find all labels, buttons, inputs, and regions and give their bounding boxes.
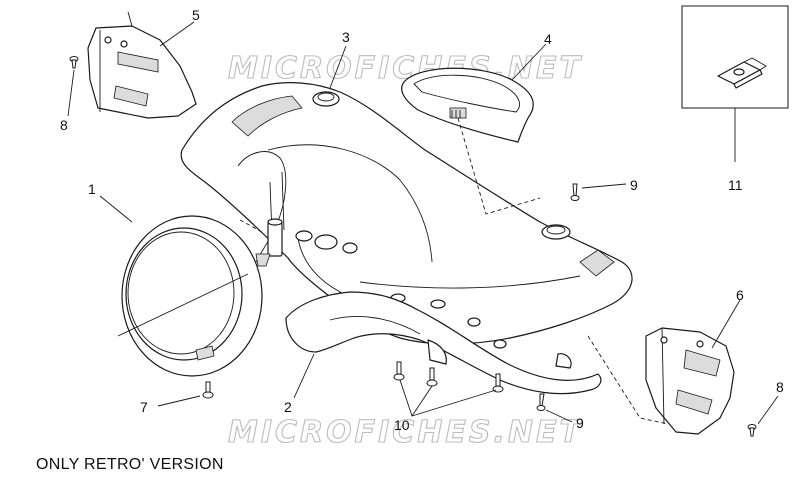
callout-4: 4 (544, 31, 552, 47)
part-3-handlebar-cover (180, 82, 633, 349)
callout-8-left: 8 (60, 117, 68, 133)
leader-3 (329, 45, 347, 89)
part-11-inset (681, 5, 789, 109)
callout-1: 1 (88, 181, 96, 197)
screw-8-left (69, 56, 79, 69)
screw-8-right (747, 424, 757, 437)
leader-4 (511, 43, 547, 81)
screw-10-b (426, 367, 438, 387)
callout-2: 2 (284, 399, 292, 415)
callout-3: 3 (342, 29, 350, 45)
watermark-top: MICROFICHES.NET (228, 51, 583, 86)
leader-5 (159, 21, 195, 47)
leader-9-lower (545, 409, 573, 423)
version-note: ONLY RETRO' VERSION (36, 456, 224, 473)
leader-part-1-axis (117, 273, 249, 337)
callout-6: 6 (736, 287, 744, 303)
watermark-bottom: MICROFICHES.NET (228, 415, 583, 450)
leader-6 (711, 299, 741, 349)
leader-9-upper (581, 183, 627, 189)
assembly-line-speedo (457, 117, 541, 215)
screw-10-a (393, 361, 405, 381)
part-6-right-bracket (645, 327, 735, 435)
leader-8-right (757, 395, 779, 425)
leader-2 (293, 353, 315, 399)
screw-9-upper (570, 183, 580, 201)
part-1-headlamp-rim (121, 215, 263, 377)
callout-8-right: 8 (776, 379, 784, 395)
callout-10: 10 (394, 417, 410, 433)
screw-7 (202, 381, 214, 399)
leader-8-left (67, 69, 75, 117)
screw-9-lower (536, 393, 546, 411)
leader-1 (99, 195, 133, 223)
callout-9-upper: 9 (630, 177, 638, 193)
callout-5: 5 (192, 7, 200, 23)
leader-10 (399, 379, 497, 417)
callout-11: 11 (728, 177, 743, 193)
callout-7: 7 (140, 399, 148, 415)
callout-9-lower: 9 (576, 415, 584, 431)
part-5-left-bracket (87, 11, 197, 119)
leader-7 (157, 395, 201, 407)
part-2-lower-cover (285, 291, 602, 395)
part-4-speedo-bezel (401, 67, 534, 143)
